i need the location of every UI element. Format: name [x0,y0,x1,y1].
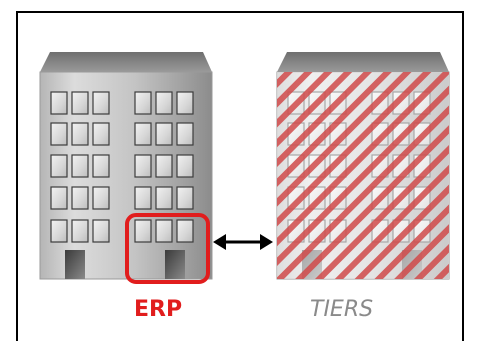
erp-window [176,91,194,115]
erp-door-right [165,250,185,279]
tiers-building-icon [276,52,450,280]
erp-roof [40,52,212,72]
erp-window [134,91,152,115]
erp-label: ERP [134,297,183,322]
erp-window [92,154,110,178]
erp-window [176,154,194,178]
erp-window [134,186,152,210]
erp-window [50,91,68,115]
erp-window [71,91,89,115]
erp-window [71,186,89,210]
tiers-stripe-overlay [277,72,449,279]
erp-highlight-box [125,213,210,284]
erp-window [155,91,173,115]
double-headed-arrow-icon [213,234,273,250]
erp-window [71,219,89,243]
erp-building-icon [39,52,213,280]
erp-window [92,219,110,243]
erp-window [92,122,110,146]
erp-window [134,122,152,146]
tiers-label: TIERS [310,297,374,322]
erp-windows [50,91,194,243]
erp-window [155,154,173,178]
erp-window [155,186,173,210]
erp-window [50,219,68,243]
erp-window [176,219,194,243]
tiers-roof [277,52,449,72]
erp-window [92,186,110,210]
erp-window [50,186,68,210]
erp-window [155,122,173,146]
erp-window [176,122,194,146]
erp-window [50,154,68,178]
erp-window [134,154,152,178]
erp-window [71,154,89,178]
erp-window [50,122,68,146]
erp-window [155,219,173,243]
erp-window [134,219,152,243]
erp-window [176,186,194,210]
erp-window [71,122,89,146]
erp-window [92,91,110,115]
erp-door-left [65,250,85,279]
